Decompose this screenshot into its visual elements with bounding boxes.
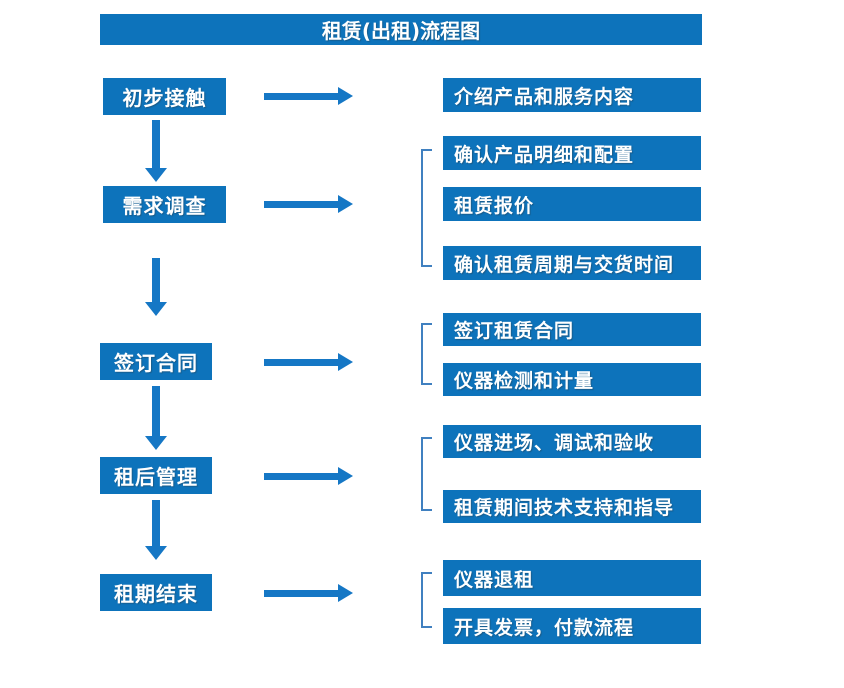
arrow-head-icon [145,302,167,316]
group-bracket-5 [421,572,432,628]
arrow-stem [264,200,338,208]
group-bracket-2 [421,149,432,267]
detail-box-rental-quotation: 租赁报价 [443,187,701,221]
arrow-stem [152,500,160,546]
detail-box-introduce-products: 介绍产品和服务内容 [443,78,701,112]
step-box-demand-survey: 需求调查 [103,186,226,223]
arrow-head-icon [145,168,167,182]
arrow-head-icon [338,195,353,213]
step-box-sign-contract: 签订合同 [100,343,212,380]
step-box-post-rental-management: 租后管理 [100,457,212,494]
arrow-stem [264,589,338,597]
detail-box-technical-support: 租赁期间技术支持和指导 [443,490,701,523]
right-arrow-3 [264,353,353,371]
arrow-head-icon [145,546,167,560]
down-arrow-2 [145,258,167,316]
detail-box-sign-rental-contract: 签订租赁合同 [443,313,701,346]
right-arrow-2 [264,195,353,213]
right-arrow-4 [264,467,353,485]
detail-box-instrument-setup: 仪器进场、调试和验收 [443,425,701,458]
arrow-head-icon [145,436,167,450]
flowchart-title: 租赁(出租)流程图 [321,19,481,43]
arrow-stem [152,258,160,302]
right-arrow-5 [264,584,353,602]
arrow-stem [152,120,160,168]
step-box-initial-contact: 初步接触 [103,78,226,115]
group-bracket-4 [421,437,432,511]
flowchart-title-bar: 租赁(出租)流程图 [100,14,702,45]
arrow-head-icon [338,584,353,602]
arrow-head-icon [338,87,353,105]
detail-box-confirm-product-details: 确认产品明细和配置 [443,136,701,170]
down-arrow-3 [145,386,167,450]
arrow-head-icon [338,353,353,371]
right-arrow-1 [264,87,353,105]
arrow-head-icon [338,467,353,485]
detail-box-instrument-testing: 仪器检测和计量 [443,363,701,396]
step-box-lease-end: 租期结束 [100,574,212,611]
arrow-stem [264,358,338,366]
arrow-stem [264,92,338,100]
detail-box-confirm-rental-period: 确认租赁周期与交货时间 [443,246,701,280]
detail-box-invoice-payment: 开具发票，付款流程 [443,608,701,644]
group-bracket-3 [421,323,432,385]
arrow-stem [264,472,338,480]
down-arrow-1 [145,120,167,182]
detail-box-instrument-return: 仪器退租 [443,560,701,596]
down-arrow-4 [145,500,167,560]
arrow-stem [152,386,160,436]
